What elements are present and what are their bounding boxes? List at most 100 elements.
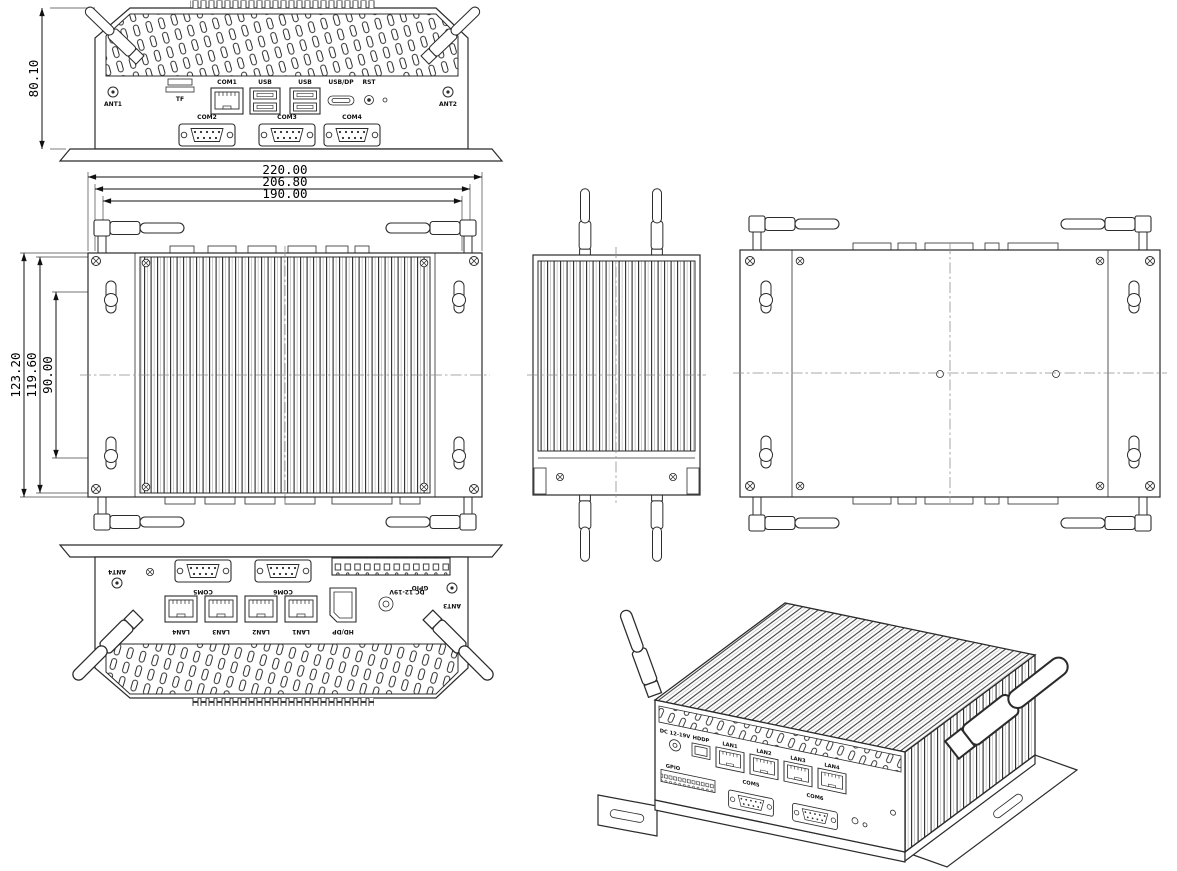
top-antenna-tr <box>385 219 477 255</box>
hddp-port <box>329 587 357 623</box>
front-height-dimension: 80.10 <box>26 7 95 150</box>
usb-a-label: USB <box>258 79 272 86</box>
lan3-label: LAN3 <box>212 628 230 635</box>
rst-button <box>364 95 374 105</box>
dc-label: DC 12-19V <box>389 588 425 595</box>
dim-front-height-label: 80.10 <box>26 60 41 98</box>
front-mount-strip <box>58 148 504 162</box>
rst-label: RST <box>362 79 376 86</box>
ant1-sma-connector <box>107 86 119 98</box>
rear-view: ANT4 ANT3 COM5 COM6 GPIO LAN4 LAN3 LAN2 … <box>58 544 504 706</box>
com4-label: COM4 <box>342 114 362 121</box>
top-edge-connector-cutouts <box>164 245 421 505</box>
dc-jack <box>378 596 394 612</box>
iso-lan1-label: LAN1 <box>722 741 738 750</box>
iso-panel-screw <box>890 809 896 816</box>
side-antenna-top-left <box>578 188 592 260</box>
com5-port <box>174 559 232 583</box>
lan4-port <box>164 595 198 623</box>
plate-antenna-tl <box>748 215 840 251</box>
iso-led <box>862 822 868 828</box>
lan4-label: LAN4 <box>172 628 190 635</box>
ant2-label: ANT2 <box>439 101 457 108</box>
com3-label: COM3 <box>277 114 297 121</box>
dim-mount-slot-span-label: 90.00 <box>40 356 55 394</box>
rear-mount-strip <box>58 544 504 558</box>
side-antenna-top-right <box>650 188 664 260</box>
lan1-label: LAN1 <box>292 628 310 635</box>
iso-hddp-tongue <box>694 745 708 757</box>
usb-dp-port <box>327 95 355 106</box>
com1-port <box>210 87 244 115</box>
rear-fin-serrations <box>192 698 374 706</box>
plate-antenna-tr <box>1060 215 1152 251</box>
iso-antenna-left <box>616 607 663 699</box>
dim-depth-mid-label: 119.60 <box>24 352 39 397</box>
plate-edge-cutouts <box>852 242 1059 505</box>
com2-port <box>178 123 236 147</box>
plate-keyhole-br <box>1127 435 1141 469</box>
iso-front-face <box>654 699 906 853</box>
top-antenna-tl <box>93 219 185 255</box>
iso-lan4-label: LAN4 <box>824 762 840 771</box>
front-com-row: COM2 COM3 COM4 <box>178 114 381 147</box>
iso-front-panel: DC 12-19V HDDP LAN1 LAN2 LAN3 LAN4 GPIO … <box>660 728 896 831</box>
usb-dp-label: USB/DP <box>328 79 354 86</box>
top-keyhole-bl <box>104 436 118 470</box>
iso-hddp-label: HDDP <box>693 735 710 744</box>
usb-dp-tongue <box>331 98 351 103</box>
iso-lan2-label: LAN2 <box>756 748 772 757</box>
side-screw-right <box>669 472 677 482</box>
iso-reset-button <box>851 817 859 825</box>
com3-port <box>258 123 316 147</box>
rst-button-pin <box>367 98 371 102</box>
dim-depth-outer-label: 123.20 <box>8 352 23 397</box>
iso-view: DC 12-19V HDDP LAN1 LAN2 LAN3 LAN4 GPIO … <box>597 602 1079 868</box>
com5-label: COM5 <box>193 588 213 595</box>
iso-com5-label: COM5 <box>742 779 759 789</box>
plate-antenna-br <box>1060 496 1152 532</box>
com6-label: COM6 <box>273 588 293 595</box>
front-io-row: ANT1 ANT2 TF COM1 USB USB USB/DP RST <box>104 78 457 115</box>
ant4-sma-connector <box>111 577 123 589</box>
ant2-sma-connector <box>442 86 454 98</box>
usb-stack-b <box>289 87 321 115</box>
front-vent-louvers <box>105 13 459 77</box>
com1-label: COM1 <box>217 79 237 86</box>
rear-vent-louvers <box>105 643 459 695</box>
rear-panel-screw <box>145 568 155 576</box>
ant3-label: ANT3 <box>443 602 461 609</box>
top-keyhole-tr <box>452 280 466 314</box>
iso-flange-left-slot <box>609 809 645 823</box>
iso-dc-jack <box>669 739 681 752</box>
iso-hddp-port <box>691 742 711 761</box>
com6-port <box>254 559 312 583</box>
iso-dc-jack-pin <box>672 742 678 748</box>
dim-width-inner-label: 190.00 <box>262 186 307 201</box>
plate-keyhole-tl <box>759 280 773 314</box>
com2-label: COM2 <box>197 114 217 121</box>
tf-slot <box>165 86 195 93</box>
lan3-port <box>204 595 238 623</box>
side-fins <box>537 260 696 452</box>
plate-hole-2 <box>1052 370 1060 378</box>
iso-gpio-block <box>660 768 716 794</box>
front-fin-serrations <box>190 0 376 9</box>
rear-io-row: ANT4 ANT3 COM5 COM6 GPIO LAN4 LAN3 LAN2 … <box>108 557 461 635</box>
gpio-label: GPIO <box>412 584 429 591</box>
top-antenna-br <box>385 495 477 531</box>
side-bracket-left <box>533 467 547 495</box>
lan2-port <box>244 595 278 623</box>
ant4-label: ANT4 <box>108 568 126 575</box>
side-view <box>527 188 706 562</box>
lan1-port <box>284 595 318 623</box>
iso-flange-right-slot <box>993 793 1023 819</box>
ant3-sma-connector <box>446 582 458 594</box>
iso-flange-left <box>597 794 658 837</box>
dc-jack-pin <box>382 600 390 608</box>
tf-label: TF <box>176 96 184 103</box>
lan2-label: LAN2 <box>252 628 270 635</box>
front-view: 80.10 ANT1 ANT2 TF COM1 USB USB USB/DP <box>26 0 504 162</box>
plate-antenna-bl <box>748 496 840 532</box>
